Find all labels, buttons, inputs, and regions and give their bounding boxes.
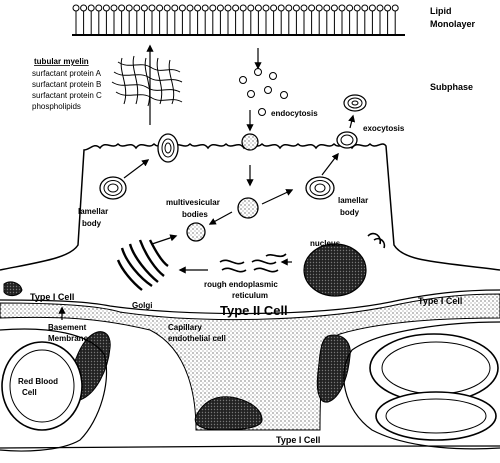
endocytosis-vesicles	[239, 68, 288, 116]
lipid-head	[384, 4, 392, 12]
lipid-head	[292, 4, 300, 12]
rough-er-label-1: rough endoplasmic	[204, 280, 278, 289]
lamellar-body-left-label-2: body	[82, 219, 102, 228]
type-i-cell-bottom-label: Type I Cell	[276, 435, 320, 445]
exocytosis-body-icon	[336, 131, 358, 149]
lipid-head	[171, 4, 179, 12]
subphase-label: Subphase	[430, 82, 473, 92]
nucleus-label: nucleus	[310, 239, 341, 248]
multivesicular-label-1: multivesicular	[166, 198, 220, 207]
lipid-head	[133, 4, 141, 12]
lamellar-body-left-label-1: lamellar	[78, 207, 108, 216]
lipid-head	[391, 4, 399, 12]
lipid-head	[300, 4, 308, 12]
lipid-head	[315, 4, 323, 12]
lipid-monolayer-label-2: Monolayer	[430, 19, 476, 29]
alveolar-epithelium	[0, 142, 500, 315]
lamellar-body-right-label-1: lamellar	[338, 196, 368, 205]
lamellar-body-right-label-2: body	[340, 208, 360, 217]
lipid-head	[368, 4, 376, 12]
lipid-head	[186, 4, 194, 12]
lipid-head	[224, 4, 232, 12]
lipid-head	[216, 4, 224, 12]
endocytic-vesicle-icon	[241, 133, 259, 151]
tubular-myelin-icon	[111, 55, 183, 107]
lipid-head	[194, 4, 202, 12]
capillary-label-2: endothelial cell	[168, 334, 226, 343]
lipid-head	[308, 4, 316, 12]
lipid-head	[178, 4, 186, 12]
lipid-head	[102, 4, 110, 12]
lipid-head	[156, 4, 164, 12]
lipid-head	[118, 4, 126, 12]
lipid-head	[254, 4, 262, 12]
rough-er-icon	[219, 253, 287, 273]
golgi-label: Golgi	[132, 301, 152, 310]
lipid-head	[338, 4, 346, 12]
red-blood-cell-right-2	[375, 391, 497, 441]
multivesicular-label-2: bodies	[182, 210, 208, 219]
lipid-head	[361, 4, 369, 12]
type-ii-cell-label: Type II Cell	[220, 303, 288, 318]
lipid-head	[201, 4, 209, 12]
lipid-head	[209, 4, 217, 12]
lamellar-body-right-icon	[305, 176, 335, 200]
nucleus-icon	[303, 243, 367, 297]
lipid-monolayer-label-1: Lipid	[430, 6, 452, 16]
capillary-right	[343, 321, 500, 450]
tubular-myelin-label: tubular myelin	[34, 57, 89, 66]
lipid-head	[353, 4, 361, 12]
lipid-head	[277, 4, 285, 12]
capillary-left	[0, 328, 108, 452]
secreted-lamellar-body-icon	[343, 94, 367, 112]
basement-membrane-region	[0, 293, 500, 431]
lipid-head	[376, 4, 384, 12]
lipid-head	[72, 4, 80, 12]
lipid-head	[125, 4, 133, 12]
lipid-head	[239, 4, 247, 12]
red-blood-cell-label-2: Cell	[22, 388, 37, 397]
lipid-head	[330, 4, 338, 12]
lipid-head	[247, 4, 255, 12]
exocytosis-label: exocytosis	[363, 124, 405, 133]
lipid-head	[262, 4, 270, 12]
tm-component-1: surfactant protein A	[32, 69, 102, 78]
lipid-monolayer	[72, 4, 405, 36]
endocytosis-label: endocytosis	[271, 109, 318, 118]
lipid-head	[95, 4, 103, 12]
basement-membrane-label-2: Membrane	[48, 334, 89, 343]
lipid-head	[163, 4, 171, 12]
lipid-head	[110, 4, 118, 12]
red-blood-cell-label-1: Red Blood	[18, 377, 58, 386]
lipid-head	[323, 4, 331, 12]
red-blood-cell-left	[1, 341, 83, 431]
type-i-cell-right-label: Type I Cell	[418, 296, 462, 306]
lipid-head	[80, 4, 88, 12]
lipid-head	[140, 4, 148, 12]
lipid-head	[87, 4, 95, 12]
endothelial-cell-bottom	[194, 396, 263, 431]
type-i-cell-left-label: Type I Cell	[30, 292, 74, 302]
lipid-head	[346, 4, 354, 12]
lipid-head	[148, 4, 156, 12]
lipid-head	[232, 4, 240, 12]
rough-er-label-2: reticulum	[232, 291, 268, 300]
basement-membrane-label-1: Basement	[48, 323, 87, 332]
capillary-label-1: Capillary	[168, 323, 202, 332]
multivesicular-body-icon	[186, 197, 259, 242]
er-fragment-icon	[367, 232, 386, 249]
endothelial-cell-right	[316, 334, 351, 403]
tm-component-3: surfactant protein C	[32, 91, 102, 100]
tm-component-2: surfactant protein B	[32, 80, 101, 89]
lamellar-body-apical-icon	[157, 133, 179, 163]
lipid-head	[285, 4, 293, 12]
tm-component-4: phospholipids	[32, 102, 81, 111]
lipid-head	[270, 4, 278, 12]
golgi-icon	[116, 239, 169, 291]
lamellar-body-left-icon	[99, 176, 127, 200]
